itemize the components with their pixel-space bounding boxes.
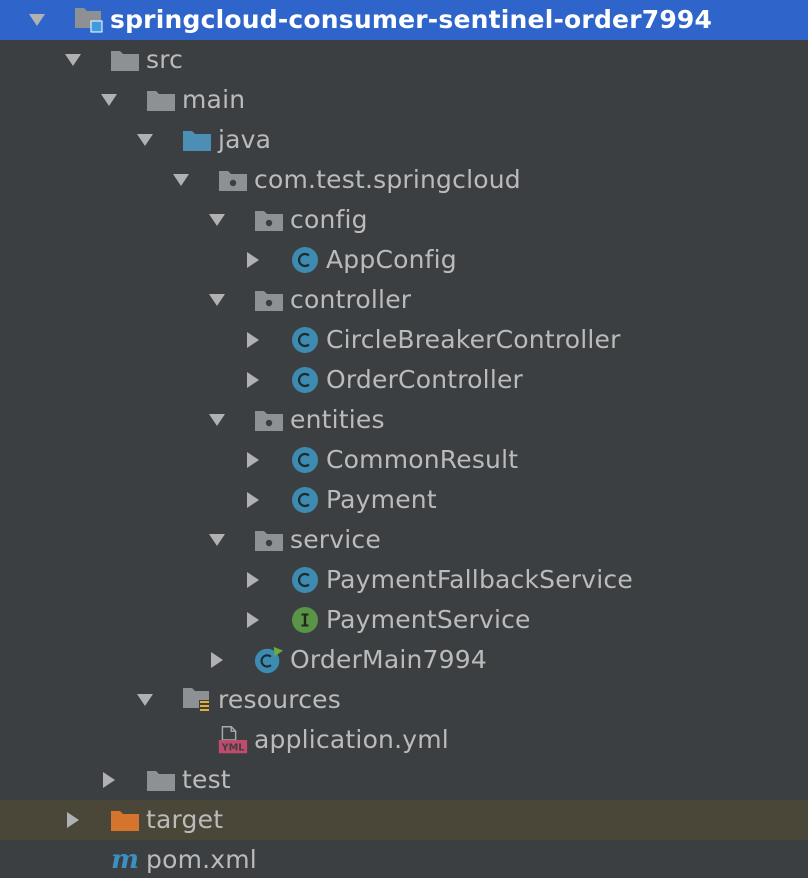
tree-item-label: PaymentFallbackService bbox=[326, 565, 633, 594]
tree-item-label: target bbox=[146, 805, 224, 834]
tree-row[interactable]: target bbox=[0, 800, 808, 840]
tree-row[interactable]: resources bbox=[0, 680, 808, 720]
tree-item-label: OrderController bbox=[326, 365, 524, 394]
svg-text:YML: YML bbox=[221, 743, 245, 754]
collapse-arrow-icon[interactable] bbox=[242, 489, 264, 511]
tree-row[interactable]: CommonResult bbox=[0, 440, 808, 480]
yml-file-icon: YML bbox=[218, 725, 248, 755]
tree-row[interactable]: Payment bbox=[0, 480, 808, 520]
tree-row[interactable]: CircleBreakerController bbox=[0, 320, 808, 360]
class-icon bbox=[290, 365, 320, 395]
tree-item-label: main bbox=[182, 85, 246, 114]
tree-row[interactable]: OrderController bbox=[0, 360, 808, 400]
collapse-arrow-icon[interactable] bbox=[98, 769, 120, 791]
tree-item-label: Payment bbox=[326, 485, 437, 514]
package-icon bbox=[254, 405, 284, 435]
tree-item-label: java bbox=[218, 125, 272, 154]
tree-row[interactable]: entities bbox=[0, 400, 808, 440]
folder-icon bbox=[146, 765, 176, 795]
tree-item-label: service bbox=[290, 525, 381, 554]
expand-arrow-icon[interactable] bbox=[98, 89, 120, 111]
expand-arrow-icon[interactable] bbox=[26, 9, 48, 31]
interface-icon bbox=[290, 605, 320, 635]
tree-row[interactable]: AppConfig bbox=[0, 240, 808, 280]
tree-item-label: AppConfig bbox=[326, 245, 457, 274]
expand-arrow-icon[interactable] bbox=[206, 209, 228, 231]
tree-item-label: application.yml bbox=[254, 725, 449, 754]
collapse-arrow-icon[interactable] bbox=[242, 329, 264, 351]
collapse-arrow-icon[interactable] bbox=[242, 569, 264, 591]
class-icon bbox=[290, 245, 320, 275]
collapse-arrow-icon[interactable] bbox=[242, 249, 264, 271]
expand-arrow-icon[interactable] bbox=[206, 529, 228, 551]
tree-item-label: CircleBreakerController bbox=[326, 325, 621, 354]
tree-row[interactable]: com.test.springcloud bbox=[0, 160, 808, 200]
expand-arrow-icon[interactable] bbox=[62, 49, 84, 71]
tree-item-label: OrderMain7994 bbox=[290, 645, 487, 674]
expand-arrow-icon[interactable] bbox=[170, 169, 192, 191]
class-icon bbox=[290, 325, 320, 355]
tree-item-label: resources bbox=[218, 685, 341, 714]
module-folder-icon bbox=[74, 5, 104, 35]
tree-row[interactable]: src bbox=[0, 40, 808, 80]
tree-item-label: controller bbox=[290, 285, 412, 314]
tree-row[interactable]: springcloud-consumer-sentinel-order7994 bbox=[0, 0, 808, 40]
collapse-arrow-icon[interactable] bbox=[242, 449, 264, 471]
tree-item-label: PaymentService bbox=[326, 605, 531, 634]
collapse-arrow-icon[interactable] bbox=[62, 809, 84, 831]
class-icon bbox=[290, 445, 320, 475]
tree-item-label: CommonResult bbox=[326, 445, 519, 474]
maven-file-icon: m bbox=[110, 845, 140, 875]
package-icon bbox=[254, 285, 284, 315]
tree-item-label: com.test.springcloud bbox=[254, 165, 521, 194]
tree-item-label: entities bbox=[290, 405, 385, 434]
tree-row[interactable]: PaymentService bbox=[0, 600, 808, 640]
target-folder-icon bbox=[110, 805, 140, 835]
folder-icon bbox=[146, 85, 176, 115]
tree-item-label: pom.xml bbox=[146, 845, 257, 874]
expand-arrow-icon[interactable] bbox=[206, 289, 228, 311]
tree-item-label: config bbox=[290, 205, 368, 234]
class-icon bbox=[290, 565, 320, 595]
tree-row[interactable]: test bbox=[0, 760, 808, 800]
tree-row[interactable]: OrderMain7994 bbox=[0, 640, 808, 680]
resources-folder-icon bbox=[182, 685, 212, 715]
tree-row[interactable]: controller bbox=[0, 280, 808, 320]
tree-row[interactable]: java bbox=[0, 120, 808, 160]
package-icon bbox=[254, 205, 284, 235]
source-folder-icon bbox=[182, 125, 212, 155]
package-icon bbox=[254, 525, 284, 555]
tree-row[interactable]: main bbox=[0, 80, 808, 120]
tree-row[interactable]: config bbox=[0, 200, 808, 240]
folder-icon bbox=[110, 45, 140, 75]
expand-arrow-icon[interactable] bbox=[206, 409, 228, 431]
tree-item-label: src bbox=[146, 45, 184, 74]
expand-arrow-icon[interactable] bbox=[134, 689, 156, 711]
collapse-arrow-icon[interactable] bbox=[242, 369, 264, 391]
tree-row[interactable]: m pom.xml bbox=[0, 840, 808, 878]
tree-item-label: test bbox=[182, 765, 231, 794]
spring-boot-class-icon bbox=[254, 645, 284, 675]
expand-arrow-icon[interactable] bbox=[134, 129, 156, 151]
tree-row[interactable]: service bbox=[0, 520, 808, 560]
tree-row[interactable]: YML application.yml bbox=[0, 720, 808, 760]
svg-text:m: m bbox=[111, 846, 139, 874]
collapse-arrow-icon[interactable] bbox=[242, 609, 264, 631]
tree-item-label: springcloud-consumer-sentinel-order7994 bbox=[110, 5, 713, 34]
tree-row[interactable]: PaymentFallbackService bbox=[0, 560, 808, 600]
package-icon bbox=[218, 165, 248, 195]
collapse-arrow-icon[interactable] bbox=[206, 649, 228, 671]
class-icon bbox=[290, 485, 320, 515]
